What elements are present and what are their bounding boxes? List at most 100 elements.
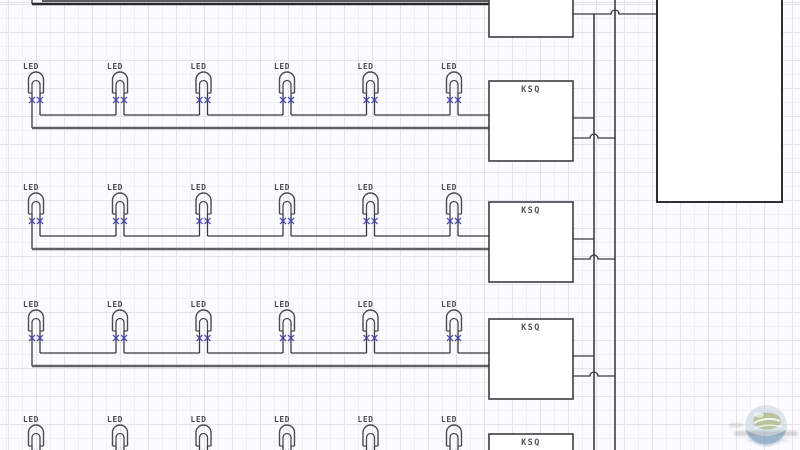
led-label: LED — [441, 183, 457, 192]
aqua-globe-logo-graphic — [745, 405, 787, 447]
led-symbol-outline — [27, 424, 45, 446]
led-symbol-inner-dome — [449, 317, 459, 331]
led-symbol-inner-dome — [365, 432, 376, 446]
junction-x-icon — [279, 217, 287, 225]
led-symbol-outline — [362, 309, 379, 331]
junction-x-icon — [287, 217, 295, 225]
junction-x-icon — [112, 334, 120, 342]
ksq-box — [488, 0, 574, 38]
junction-x-icon — [363, 96, 370, 104]
junction-x-icon — [371, 334, 378, 342]
led-symbol-inner-dome — [198, 200, 209, 214]
led-symbol-outline — [111, 71, 129, 93]
junction-x-icon — [454, 334, 462, 342]
led-label: LED — [191, 183, 207, 192]
led-label: LED — [107, 62, 123, 71]
led-label: LED — [358, 300, 374, 309]
led-symbol-outline — [27, 71, 45, 93]
led-label: LED — [358, 183, 374, 192]
led-symbol-outline — [362, 424, 379, 446]
junction-x-icon — [112, 217, 120, 225]
logo-highlight — [754, 412, 764, 418]
junction-x-icon — [196, 217, 203, 225]
led-label: LED — [23, 415, 39, 424]
led-label: LED — [358, 415, 374, 424]
led-label: LED — [274, 415, 290, 424]
led-label: LED — [441, 415, 457, 424]
led-symbol-inner-dome — [198, 79, 209, 93]
led-symbol-inner-dome — [365, 317, 376, 331]
junction-x-icon — [196, 96, 203, 104]
led-symbol-outline — [195, 192, 212, 214]
ksq-label: KSQ — [521, 323, 541, 333]
watermark-caption-blur-faint — [746, 439, 788, 442]
ksq-label: KSQ — [521, 85, 541, 95]
junction-x-icon — [371, 96, 378, 104]
led-symbol-outline — [445, 424, 463, 446]
junction-x-icon — [204, 96, 211, 104]
led-symbol-inner-dome — [449, 432, 459, 446]
led-label: LED — [191, 415, 207, 424]
junction-x-icon — [446, 217, 454, 225]
aqua-globe-logo-icon — [742, 402, 790, 450]
junction-x-icon — [279, 334, 287, 342]
led-symbol-outline — [195, 309, 212, 331]
led-label: LED — [107, 183, 123, 192]
junction-x-icon — [363, 334, 370, 342]
led-symbol-inner-dome — [198, 317, 209, 331]
led-symbol-inner-dome — [115, 79, 125, 93]
led-symbol-inner-dome — [449, 79, 459, 93]
junction-x-icon — [446, 334, 454, 342]
led-symbol-inner-dome — [31, 432, 41, 446]
junction-x-icon — [28, 96, 36, 104]
junction-x-icon — [36, 334, 44, 342]
led-symbol-inner-dome — [282, 317, 292, 331]
led-symbol-outline — [27, 192, 45, 214]
led-label: LED — [441, 300, 457, 309]
led-symbol-inner-dome — [365, 200, 376, 214]
ksq-label: KSQ — [521, 206, 541, 216]
led-label: LED — [107, 300, 123, 309]
supply-box — [656, 0, 783, 203]
led-symbol-inner-dome — [449, 200, 459, 214]
led-label: LED — [23, 62, 39, 71]
junction-x-icon — [36, 217, 44, 225]
led-symbol-inner-dome — [115, 200, 125, 214]
junction-x-icon — [120, 96, 128, 104]
junction-x-icon — [287, 96, 295, 104]
led-label: LED — [274, 183, 290, 192]
led-symbol-inner-dome — [115, 317, 125, 331]
led-symbol-outline — [445, 71, 463, 93]
led-label: LED — [274, 62, 290, 71]
junction-x-icon — [446, 96, 454, 104]
led-symbol-outline — [362, 71, 379, 93]
watermark-caption-blur-small — [729, 423, 743, 427]
led-symbol-inner-dome — [115, 432, 125, 446]
led-symbol-outline — [195, 424, 212, 446]
junction-x-icon — [279, 96, 287, 104]
led-symbol-outline — [445, 309, 463, 331]
junction-x-icon — [363, 217, 370, 225]
logo-swirl-bottom — [754, 424, 783, 429]
led-label: LED — [274, 300, 290, 309]
led-symbol-inner-dome — [282, 200, 292, 214]
ksq-box — [488, 80, 574, 162]
led-symbol-outline — [111, 192, 129, 214]
led-symbol-outline — [195, 71, 212, 93]
ksq-box — [488, 201, 574, 283]
led-symbol-outline — [111, 309, 129, 331]
junction-x-icon — [28, 334, 36, 342]
led-symbol-inner-dome — [282, 79, 292, 93]
junction-x-icon — [454, 96, 462, 104]
junction-x-icon — [196, 334, 203, 342]
led-label: LED — [441, 62, 457, 71]
led-symbol-inner-dome — [31, 200, 41, 214]
led-symbol-outline — [445, 192, 463, 214]
junction-x-icon — [120, 217, 128, 225]
ksq-label: KSQ — [521, 438, 541, 448]
junction-x-icon — [28, 217, 36, 225]
junction-x-icon — [120, 334, 128, 342]
junction-x-icon — [287, 334, 295, 342]
